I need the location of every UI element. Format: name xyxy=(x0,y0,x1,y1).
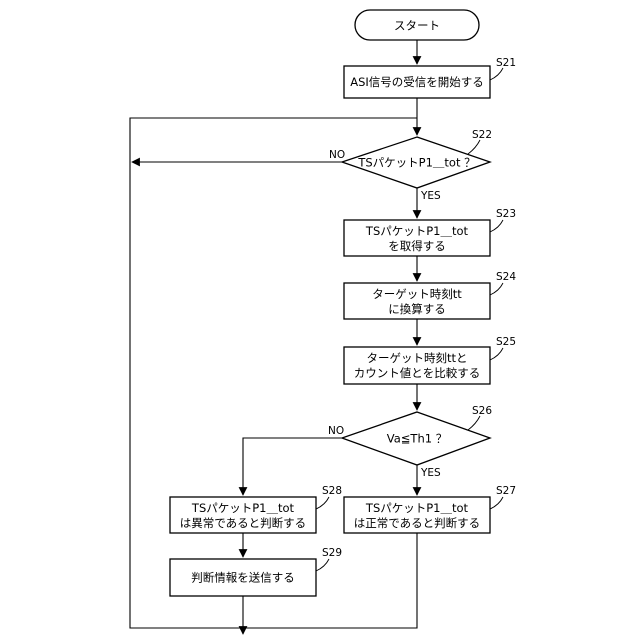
node-s24: ターゲット時刻tt に換算する xyxy=(344,283,490,319)
node-s28-label-line-2: は異常であると判断する xyxy=(180,516,306,530)
step-id-s22: S22 xyxy=(472,129,492,141)
node-s22: TSパケットP1＿tot ？ xyxy=(342,137,490,188)
step-id-s23: S23 xyxy=(496,208,516,220)
branch-s26-no: NO xyxy=(328,425,344,437)
leader-s28 xyxy=(316,497,329,509)
leader-s27 xyxy=(490,497,503,509)
node-s27-label-line-2: は正常であると判断する xyxy=(354,516,480,530)
node-s26: Va≦Th1 ？ xyxy=(342,412,490,465)
node-s28-label-line-1: TSパケットP1＿tot xyxy=(191,501,295,515)
step-id-s26: S26 xyxy=(472,405,492,417)
node-s27: TSパケットP1＿tot は正常であると判断する xyxy=(344,497,490,533)
branch-s22-no: NO xyxy=(329,149,345,161)
leader-s22 xyxy=(468,140,480,154)
node-s27-label-line-1: TSパケットP1＿tot xyxy=(365,501,469,515)
node-s23-label-line-2: を取得する xyxy=(388,239,446,253)
leader-s24 xyxy=(490,283,503,295)
node-s24-label-line-1: ターゲット時刻tt xyxy=(372,287,462,301)
step-id-s27: S27 xyxy=(496,485,516,497)
step-id-s29: S29 xyxy=(322,547,342,559)
branch-s26-yes: YES xyxy=(420,467,441,479)
node-s21-label: ASI信号の受信を開始する xyxy=(350,75,484,89)
node-s23: TSパケットP1＿tot を取得する xyxy=(344,220,490,256)
step-id-s28: S28 xyxy=(322,485,342,497)
node-s25-label-line-2: カウント値とを比較する xyxy=(354,366,481,380)
node-s24-label-line-2: に換算する xyxy=(388,302,446,316)
node-s28: TSパケットP1＿tot は異常であると判断する xyxy=(170,497,316,533)
node-s29-label: 判断情報を送信する xyxy=(191,571,295,585)
node-start: スタート xyxy=(355,10,479,40)
node-s22-label: TSパケットP1＿tot ？ xyxy=(357,156,475,170)
node-s29: 判断情報を送信する xyxy=(170,559,316,596)
node-s25-label-line-1: ターゲット時刻ttと xyxy=(366,351,467,365)
leader-s26 xyxy=(468,416,480,430)
leader-s23 xyxy=(490,220,503,232)
connectors xyxy=(130,40,417,634)
node-s21: ASI信号の受信を開始する xyxy=(344,66,490,98)
node-s26-label: Va≦Th1 ？ xyxy=(387,432,447,446)
step-id-s21: S21 xyxy=(496,57,516,69)
node-s25: ターゲット時刻ttと カウント値とを比較する xyxy=(344,347,490,384)
step-id-s25: S25 xyxy=(496,336,516,348)
leader-s25 xyxy=(490,348,503,360)
node-s23-label-line-1: TSパケットP1＿tot xyxy=(365,224,469,238)
leader-s21 xyxy=(490,68,503,80)
leader-s29 xyxy=(316,559,329,571)
step-id-s24: S24 xyxy=(496,271,516,283)
branch-s22-yes: YES xyxy=(420,190,441,202)
node-start-label: スタート xyxy=(394,19,440,33)
